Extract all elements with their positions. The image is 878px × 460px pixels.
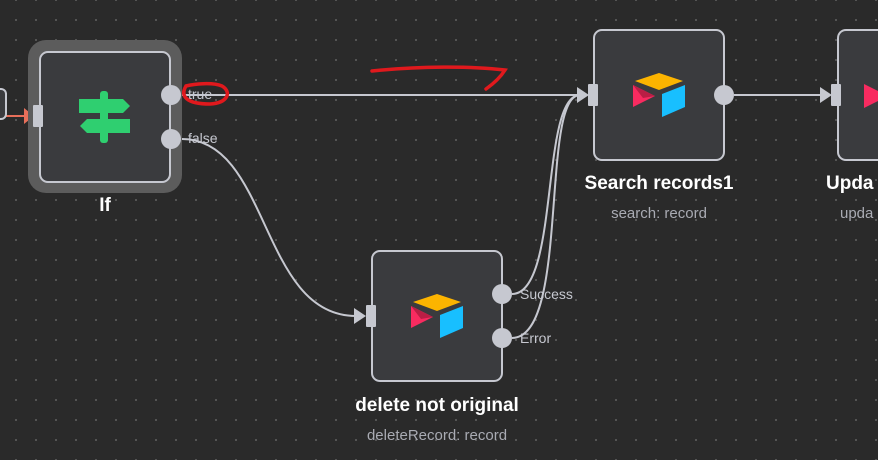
- search-records-node[interactable]: [593, 29, 725, 161]
- search-input-handle[interactable]: [588, 84, 598, 106]
- annotation-arrow: [370, 65, 508, 91]
- search-node-title: Search records1: [584, 173, 734, 194]
- arrowhead: [354, 308, 366, 324]
- if-true-label: true: [188, 86, 213, 102]
- signpost-icon: [79, 91, 130, 143]
- annotation-circle: [182, 81, 230, 106]
- connection-false-to-delete[interactable]: [181, 138, 357, 317]
- update-input-handle[interactable]: [831, 84, 841, 106]
- search-node-subtitle: search: record: [611, 205, 707, 222]
- delete-node-title: delete not original: [355, 395, 519, 416]
- delete-error-output-handle[interactable]: [492, 328, 512, 348]
- connection-success-to-search[interactable]: [511, 94, 581, 295]
- if-node[interactable]: [39, 51, 171, 183]
- airtable-icon: [633, 73, 685, 117]
- search-output-handle[interactable]: [714, 85, 734, 105]
- update-node-title: Upda: [826, 173, 874, 194]
- if-true-output-handle[interactable]: [161, 85, 181, 105]
- if-false-label: false: [188, 130, 218, 146]
- airtable-icon: [411, 294, 463, 338]
- if-false-output-handle[interactable]: [161, 129, 181, 149]
- partial-previous-node[interactable]: [0, 88, 7, 120]
- update-node-subtitle: upda: [840, 205, 874, 222]
- connection-error-to-search[interactable]: [511, 94, 581, 339]
- delete-record-node[interactable]: [371, 250, 503, 382]
- delete-success-label: Success: [520, 286, 573, 302]
- delete-success-output-handle[interactable]: [492, 284, 512, 304]
- arrowhead: [577, 87, 589, 103]
- if-input-handle[interactable]: [33, 105, 43, 127]
- arrowhead: [820, 87, 832, 103]
- update-node[interactable]: [837, 29, 878, 161]
- if-node-title: If: [99, 195, 111, 216]
- delete-input-handle[interactable]: [366, 305, 376, 327]
- airtable-icon: [864, 84, 878, 108]
- delete-node-subtitle: deleteRecord: record: [366, 427, 508, 444]
- delete-error-label: Error: [520, 330, 552, 346]
